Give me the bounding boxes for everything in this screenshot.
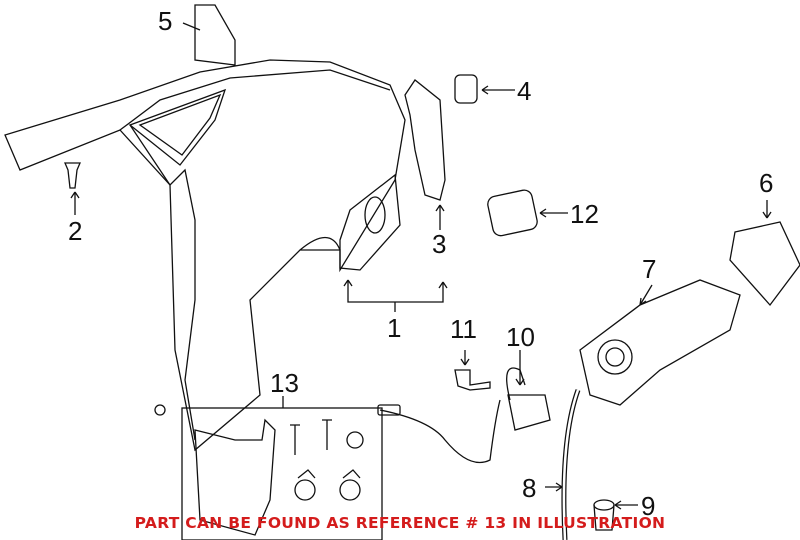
leader-11 xyxy=(460,350,470,366)
panel-pillar-line xyxy=(129,124,196,441)
grommet-part-4 xyxy=(454,74,478,104)
cable-connector xyxy=(377,404,401,416)
panel-hole xyxy=(154,404,166,416)
callout-9: 9 xyxy=(641,491,656,521)
kit-clamp-tabs xyxy=(297,469,361,479)
leader-5 xyxy=(182,22,201,31)
leader-12 xyxy=(539,208,568,218)
leader-7 xyxy=(639,284,653,306)
callout-7: 7 xyxy=(642,254,657,284)
mud-flap xyxy=(194,418,276,536)
vent-part-12 xyxy=(487,189,538,237)
hose-part-8-highlight xyxy=(562,389,580,540)
leader-6 xyxy=(762,200,772,219)
kit-nut xyxy=(346,431,364,449)
actuator-part-10 xyxy=(507,394,551,431)
bracket-part-3 xyxy=(404,79,446,201)
filler-neck-inner xyxy=(605,347,625,367)
leader-4 xyxy=(481,85,515,95)
fuel-door-part-6 xyxy=(729,221,800,307)
leader-1 xyxy=(343,279,448,312)
leader-9 xyxy=(614,500,638,510)
callout-8: 8 xyxy=(522,473,537,503)
leader-2 xyxy=(70,191,80,215)
callout-11: 11 xyxy=(450,314,477,344)
clip-part-9 xyxy=(593,499,615,511)
leader-3 xyxy=(435,204,445,230)
callout-10: 10 xyxy=(506,322,535,352)
callout-1: 1 xyxy=(387,313,402,343)
quarter-window-inner xyxy=(138,93,222,156)
kit-clamp xyxy=(339,479,361,501)
inner-panel-part-1 xyxy=(339,173,401,271)
reference-note: PART CAN BE FOUND AS REFERENCE # 13 IN I… xyxy=(134,514,666,532)
leader-lines xyxy=(70,22,772,510)
callout-13: 13 xyxy=(270,368,299,398)
clip-part-9-body xyxy=(593,504,615,531)
kit-hardware xyxy=(290,419,364,501)
wheel-arch-line xyxy=(299,236,341,251)
quarter-window xyxy=(128,88,227,166)
callout-2: 2 xyxy=(68,216,83,246)
callout-6: 6 xyxy=(759,168,774,198)
filler-neck-outer xyxy=(597,339,633,375)
kit-box-part-13 xyxy=(181,407,383,540)
actuator-cable xyxy=(379,399,501,464)
inner-panel-opening xyxy=(364,196,386,234)
bolt-part-11 xyxy=(454,369,491,391)
quarter-panel xyxy=(4,59,406,452)
kit-screw xyxy=(290,424,300,455)
panel-crease-line xyxy=(119,69,391,131)
bracket-part-5 xyxy=(194,4,236,66)
fuel-housing-part-7 xyxy=(579,279,741,406)
leader-10 xyxy=(515,350,525,386)
kit-clamp xyxy=(294,479,316,501)
callout-3: 3 xyxy=(432,229,447,259)
callout-12: 12 xyxy=(570,199,599,229)
callout-5: 5 xyxy=(158,6,173,36)
kit-screw xyxy=(322,419,332,450)
screw-part-2 xyxy=(64,162,81,189)
leader-8 xyxy=(545,482,563,492)
callout-4: 4 xyxy=(517,76,532,106)
